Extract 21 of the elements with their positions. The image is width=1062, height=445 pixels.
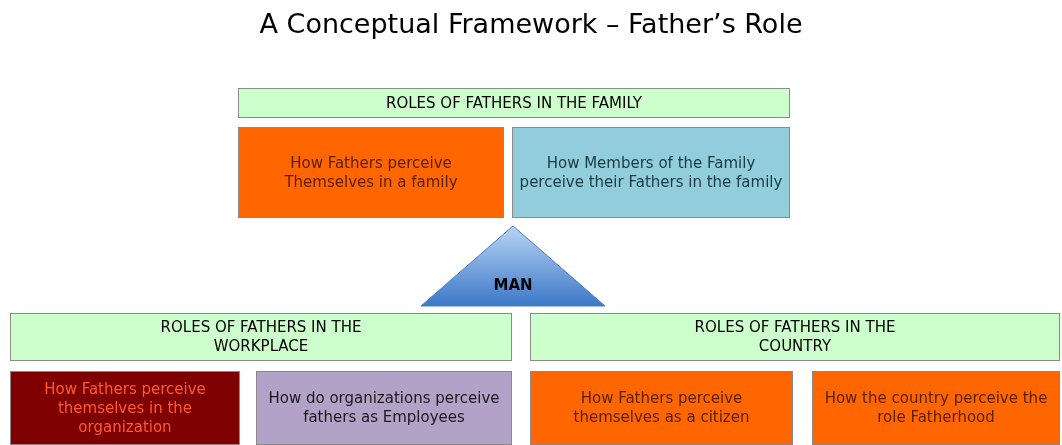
node-text: ROLES OF FATHERS IN THE FAMILY bbox=[384, 93, 643, 113]
node-text: MAN bbox=[492, 276, 534, 296]
node-text: How Fathers perceive themselves in the organization bbox=[43, 379, 207, 437]
text-box bbox=[238, 88, 790, 118]
text-box bbox=[530, 313, 1060, 361]
text-box bbox=[10, 313, 512, 361]
text-box bbox=[530, 371, 793, 445]
node-text: How do organizations perceive fathers as Employees bbox=[267, 389, 501, 427]
text-box bbox=[238, 127, 504, 218]
node-text: How the country perceive the role Fatherhood bbox=[823, 389, 1049, 427]
node-text: ROLES OF FATHERS IN THE WORKPLACE bbox=[159, 318, 363, 356]
node-text: How Members of the Family perceive their Fathers in the family bbox=[518, 153, 784, 192]
node-text: How Fathers perceive Themselves in a family bbox=[283, 153, 459, 192]
text-box bbox=[256, 371, 512, 445]
text-box bbox=[10, 371, 240, 445]
text-box bbox=[812, 371, 1060, 445]
triangle-shape bbox=[420, 225, 606, 307]
diagram-title: A Conceptual Framework – Father’s Role bbox=[258, 8, 804, 39]
node-text: How Fathers perceive themselves as a citizen bbox=[572, 389, 751, 427]
node-text: ROLES OF FATHERS IN THE COUNTRY bbox=[693, 318, 897, 356]
text-box bbox=[512, 127, 790, 218]
